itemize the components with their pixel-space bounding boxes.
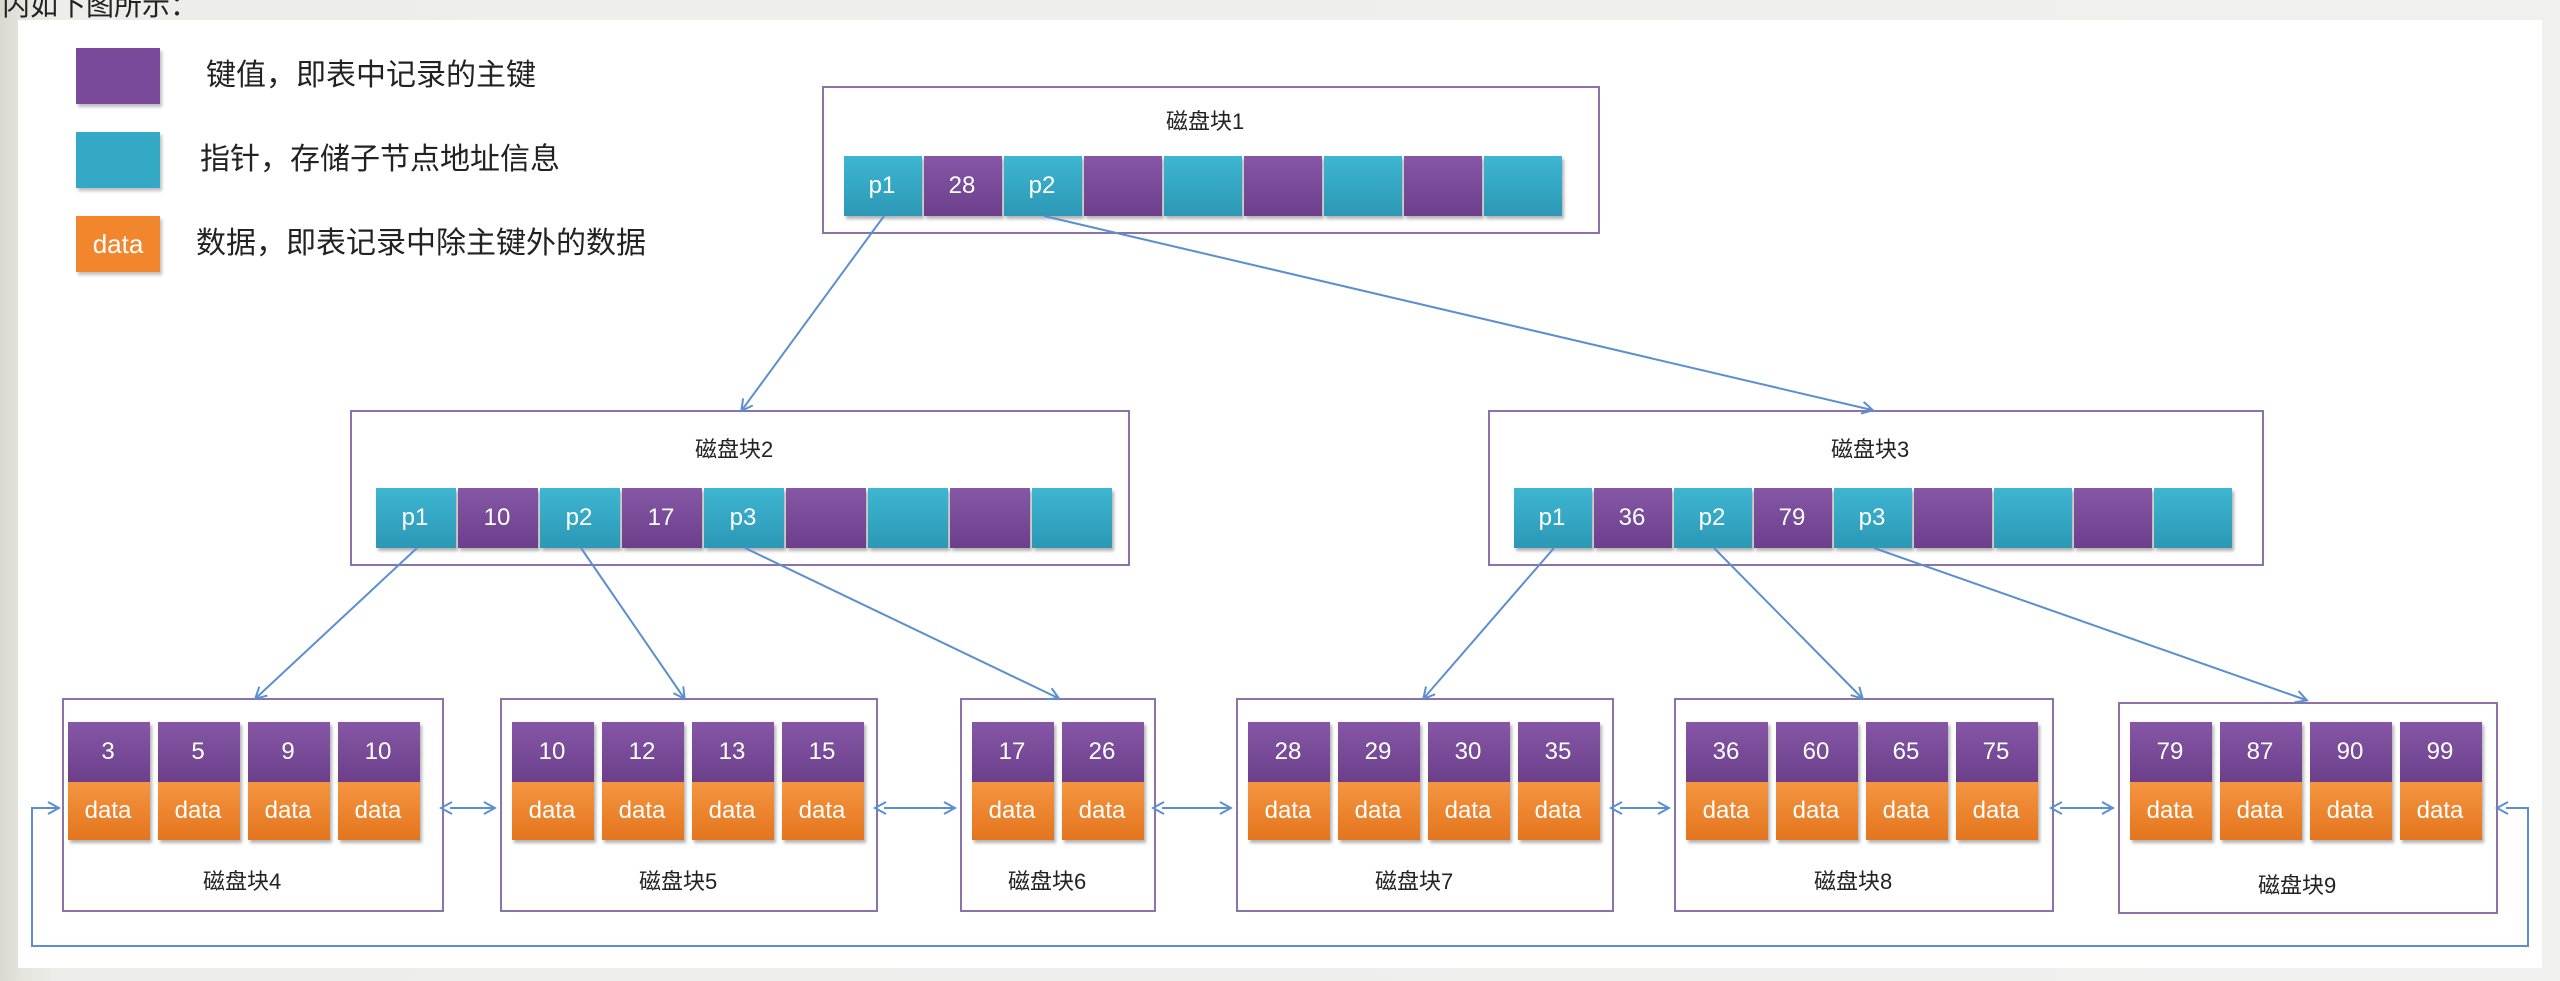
- key-cell: [786, 488, 866, 548]
- key-cell: [2074, 488, 2152, 548]
- disk-block-6-title: 磁盘块6: [1008, 869, 1087, 894]
- leaf-key-cell: 75: [1956, 722, 2038, 782]
- pointer-cell: [1324, 156, 1402, 216]
- leaf-data-cell: data: [602, 782, 684, 840]
- legend-data-text: 数据，即表记录中除主键外的数据: [196, 227, 646, 260]
- disk-block-5-title: 磁盘块5: [639, 869, 718, 894]
- disk-block-1-title: 磁盘块1: [1166, 109, 1245, 134]
- pointer-cell: p3: [1834, 488, 1912, 548]
- key-cell: [1914, 488, 1992, 548]
- leaf-key-cell: 17: [972, 722, 1054, 782]
- leaf-key-cell: 35: [1518, 722, 1600, 782]
- leaf-key-cell: 5: [158, 722, 240, 782]
- key-cell: [1084, 156, 1162, 216]
- key-cell: 17: [622, 488, 702, 548]
- leaf-key-cell: 28: [1248, 722, 1330, 782]
- leaf-data-cell: data: [1248, 782, 1330, 840]
- leaf-data-cell: data: [2130, 782, 2212, 840]
- leaf-data-cell: data: [2220, 782, 2302, 840]
- key-cell: 79: [1754, 488, 1832, 548]
- leaf-data-cell: data: [1518, 782, 1600, 840]
- pointer-cell: [868, 488, 948, 548]
- leaf-key-cell: 29: [1338, 722, 1420, 782]
- pointer-cell: p2: [1004, 156, 1082, 216]
- leaf-data-cell: data: [2310, 782, 2392, 840]
- pointer-cell: p1: [1514, 488, 1592, 548]
- leaf-key-cell: 90: [2310, 722, 2392, 782]
- leaf-data-cell: data: [692, 782, 774, 840]
- leaf-key-cell: 87: [2220, 722, 2302, 782]
- leaf-data-cell: data: [68, 782, 150, 840]
- leaf-data-cell: data: [1062, 782, 1144, 840]
- leaf-data-cell: data: [158, 782, 240, 840]
- key-cell: 28: [924, 156, 1002, 216]
- legend-key-swatch: [76, 48, 160, 104]
- disk-block-8-title: 磁盘块8: [1814, 869, 1893, 894]
- leaf-key-cell: 10: [338, 722, 420, 782]
- leaf-data-cell: data: [972, 782, 1054, 840]
- key-cell: 10: [458, 488, 538, 548]
- leaf-key-cell: 13: [692, 722, 774, 782]
- disk-block-7-title: 磁盘块7: [1375, 869, 1454, 894]
- leaf-key-cell: 60: [1776, 722, 1858, 782]
- pointer-cell: p3: [704, 488, 784, 548]
- key-cell: 36: [1594, 488, 1672, 548]
- header-text: 内如下图所示：: [2, 0, 199, 21]
- leaf-data-cell: data: [248, 782, 330, 840]
- disk-block-4-title: 磁盘块4: [203, 869, 282, 894]
- pointer-cell: p2: [1674, 488, 1752, 548]
- leaf-key-cell: 30: [1428, 722, 1510, 782]
- key-cell: [1404, 156, 1482, 216]
- leaf-data-cell: data: [338, 782, 420, 840]
- leaf-data-cell: data: [782, 782, 864, 840]
- leaf-key-cell: 9: [248, 722, 330, 782]
- pointer-cell: p1: [844, 156, 922, 216]
- legend-pointer-text: 指针，存储子节点地址信息: [200, 143, 560, 176]
- leaf-data-cell: data: [2400, 782, 2482, 840]
- key-cell: [950, 488, 1030, 548]
- leaf-data-cell: data: [512, 782, 594, 840]
- pointer-cell: p2: [540, 488, 620, 548]
- legend-key-text: 键值，即表中记录的主键: [206, 59, 536, 92]
- leaf-key-cell: 15: [782, 722, 864, 782]
- leaf-key-cell: 10: [512, 722, 594, 782]
- leaf-key-cell: 36: [1686, 722, 1768, 782]
- pointer-cell: [1164, 156, 1242, 216]
- leaf-data-cell: data: [1956, 782, 2038, 840]
- legend-pointer-swatch: [76, 132, 160, 188]
- disk-block-2-title: 磁盘块2: [695, 437, 774, 462]
- leaf-key-cell: 26: [1062, 722, 1144, 782]
- pointer-cell: [2154, 488, 2232, 548]
- leaf-data-cell: data: [1338, 782, 1420, 840]
- pointer-cell: [1032, 488, 1112, 548]
- disk-block-9-title: 磁盘块9: [2258, 873, 2337, 898]
- pointer-cell: [1484, 156, 1562, 216]
- leaf-data-cell: data: [1866, 782, 1948, 840]
- key-cell: [1244, 156, 1322, 216]
- leaf-key-cell: 65: [1866, 722, 1948, 782]
- pointer-cell: p1: [376, 488, 456, 548]
- leaf-data-cell: data: [1686, 782, 1768, 840]
- leaf-key-cell: 79: [2130, 722, 2212, 782]
- leaf-key-cell: 12: [602, 722, 684, 782]
- legend-data-swatch: data: [76, 216, 160, 272]
- leaf-data-cell: data: [1776, 782, 1858, 840]
- disk-block-3-title: 磁盘块3: [1831, 437, 1910, 462]
- leaf-key-cell: 3: [68, 722, 150, 782]
- pointer-cell: [1994, 488, 2072, 548]
- leaf-data-cell: data: [1428, 782, 1510, 840]
- leaf-key-cell: 99: [2400, 722, 2482, 782]
